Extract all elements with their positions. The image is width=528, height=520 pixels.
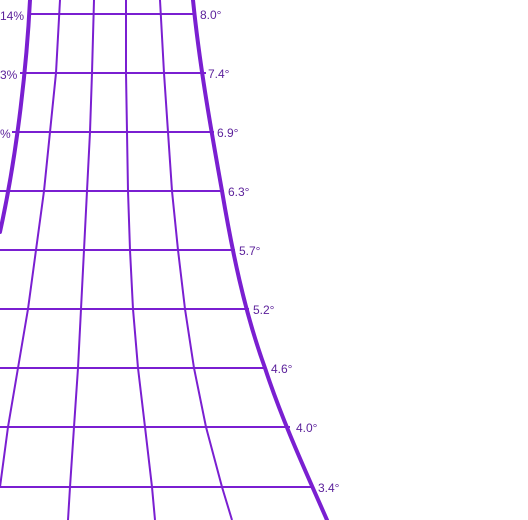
right-scale-labels: 8.0° 7.4° 6.9° 6.3° 5.7° 5.2° 4.6° 4.0° …	[200, 8, 340, 495]
grid-col-3	[125, 0, 156, 520]
right-label-2: 7.4°	[208, 67, 230, 81]
left-label-2: 3%	[0, 68, 18, 82]
boundary-curves	[0, 0, 329, 520]
left-label-3: %	[0, 127, 11, 141]
right-label-9: 3.4°	[318, 481, 340, 495]
right-label-3: 6.9°	[217, 126, 239, 140]
grid-col-2	[67, 0, 95, 520]
grid-col-4	[159, 0, 233, 520]
vertical-grid-lines	[0, 0, 233, 520]
grid-col-1	[0, 0, 61, 488]
right-label-4: 6.3°	[228, 185, 250, 199]
right-label-7: 4.6°	[271, 362, 293, 376]
right-label-8: 4.0°	[296, 421, 318, 435]
right-label-5: 5.7°	[239, 244, 261, 258]
right-boundary-curve	[191, 0, 329, 520]
left-label-1: 14%	[0, 9, 24, 23]
left-scale-labels: 14% 3% %	[0, 9, 24, 141]
horizontal-grid-lines	[0, 13, 312, 488]
right-label-1: 8.0°	[200, 8, 222, 22]
left-boundary-curve	[0, 0, 32, 234]
right-label-6: 5.2°	[253, 303, 275, 317]
